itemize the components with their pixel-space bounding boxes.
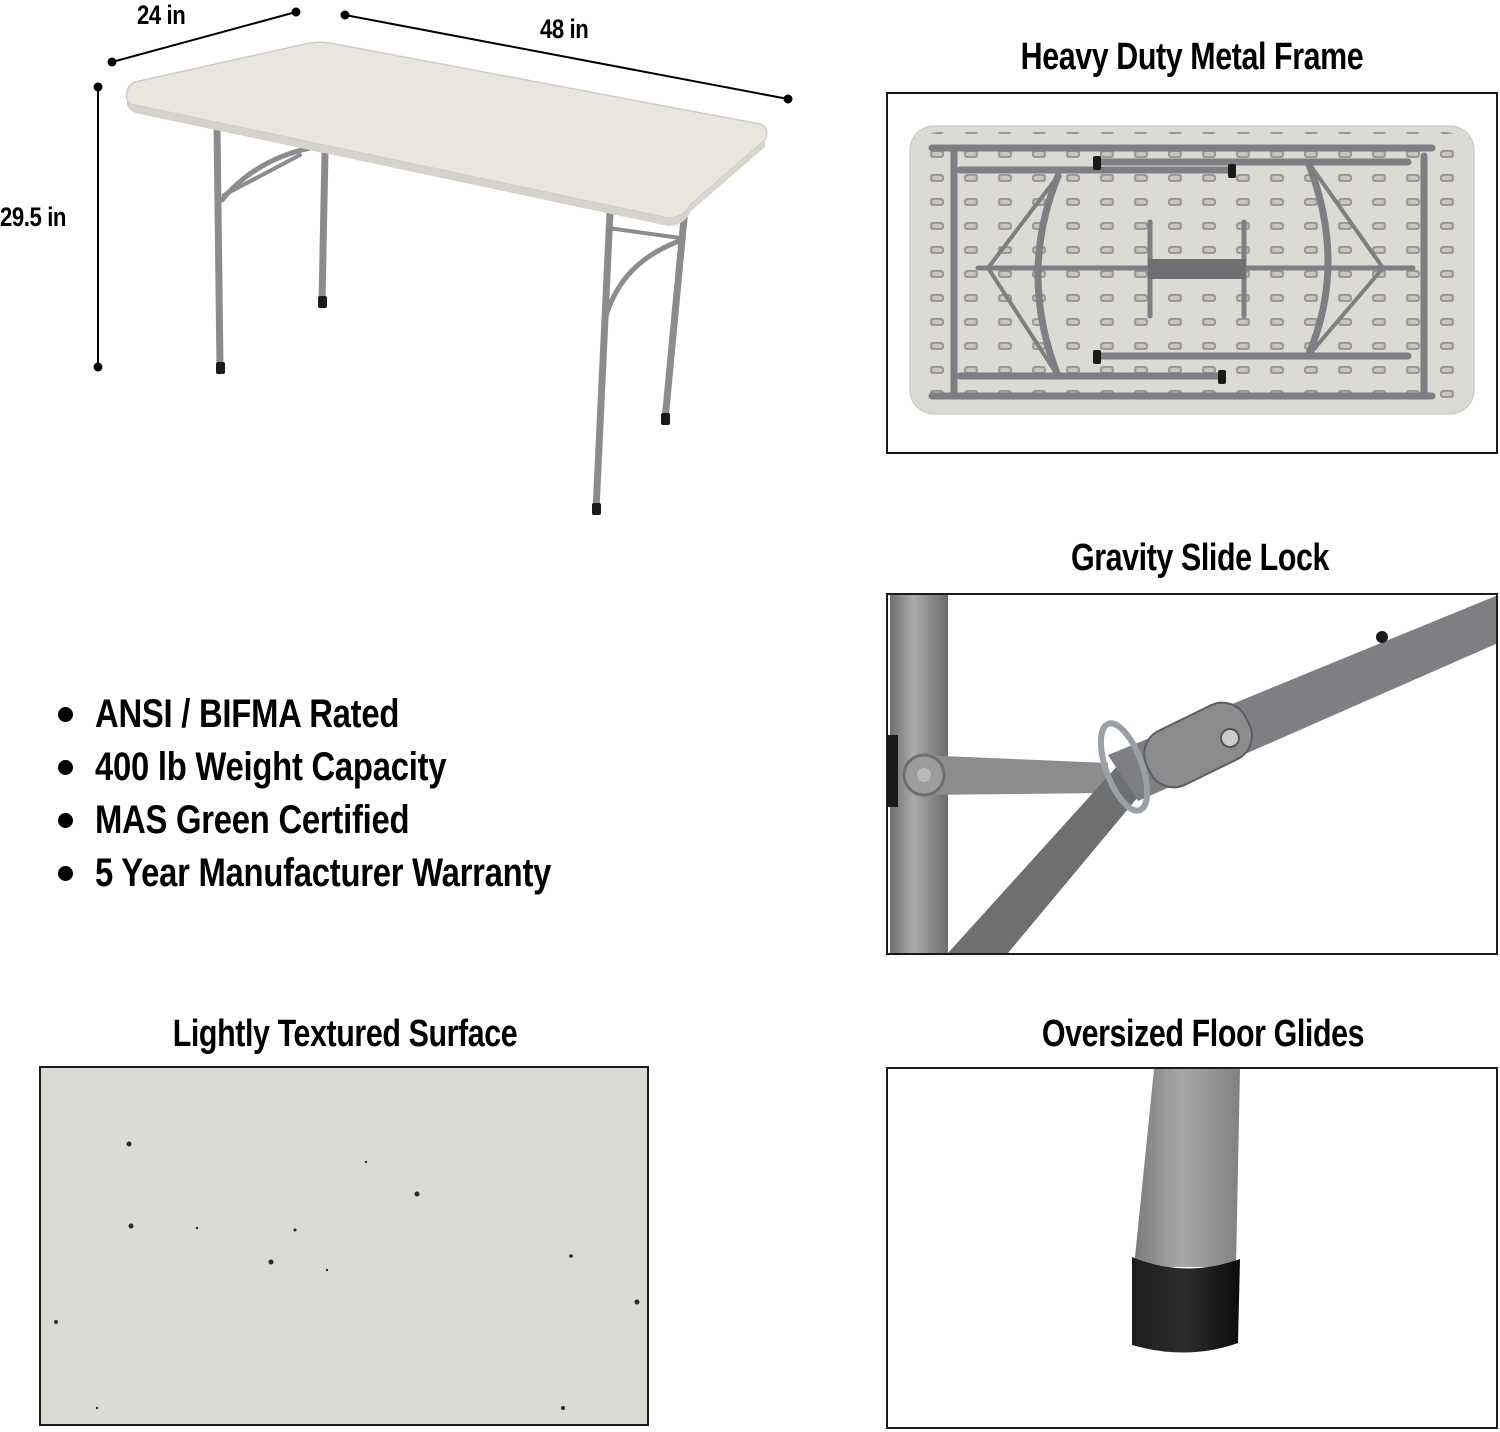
feature-item: ANSI / BIFMA Rated bbox=[58, 688, 651, 741]
frame-panel bbox=[886, 92, 1498, 454]
length-dimension-label: 48 in bbox=[540, 14, 589, 44]
lock-panel-title: Gravity Slide Lock bbox=[1070, 537, 1330, 579]
bullet-icon bbox=[58, 707, 73, 722]
floor-glide-image bbox=[1132, 1069, 1240, 1353]
frame-panel-title: Heavy Duty Metal Frame bbox=[1020, 36, 1364, 78]
slide-lock-image bbox=[888, 595, 1496, 953]
width-dimension-label: 24 in bbox=[137, 0, 186, 30]
bullet-icon bbox=[58, 866, 73, 881]
feature-item: MAS Green Certified bbox=[58, 794, 651, 847]
surface-panel-title: Lightly Textured Surface bbox=[172, 1013, 518, 1055]
feature-item: 5 Year Manufacturer Warranty bbox=[58, 847, 651, 900]
table-illustration: 24 in 48 in 29.5 in bbox=[0, 0, 820, 530]
feature-list: ANSI / BIFMA Rated 400 lb Weight Capacit… bbox=[58, 688, 651, 900]
table-underside-image bbox=[909, 125, 1475, 415]
bullet-icon bbox=[58, 760, 73, 775]
glides-panel bbox=[886, 1067, 1498, 1429]
lock-panel bbox=[886, 593, 1498, 955]
glides-panel-title: Oversized Floor Glides bbox=[1041, 1013, 1365, 1055]
folding-table-image bbox=[93, 7, 793, 515]
feature-item: 400 lb Weight Capacity bbox=[58, 741, 651, 794]
bullet-icon bbox=[58, 813, 73, 828]
surface-texture-image bbox=[41, 1068, 647, 1424]
height-dimension-label: 29.5 in bbox=[0, 202, 67, 232]
surface-panel bbox=[39, 1066, 649, 1426]
